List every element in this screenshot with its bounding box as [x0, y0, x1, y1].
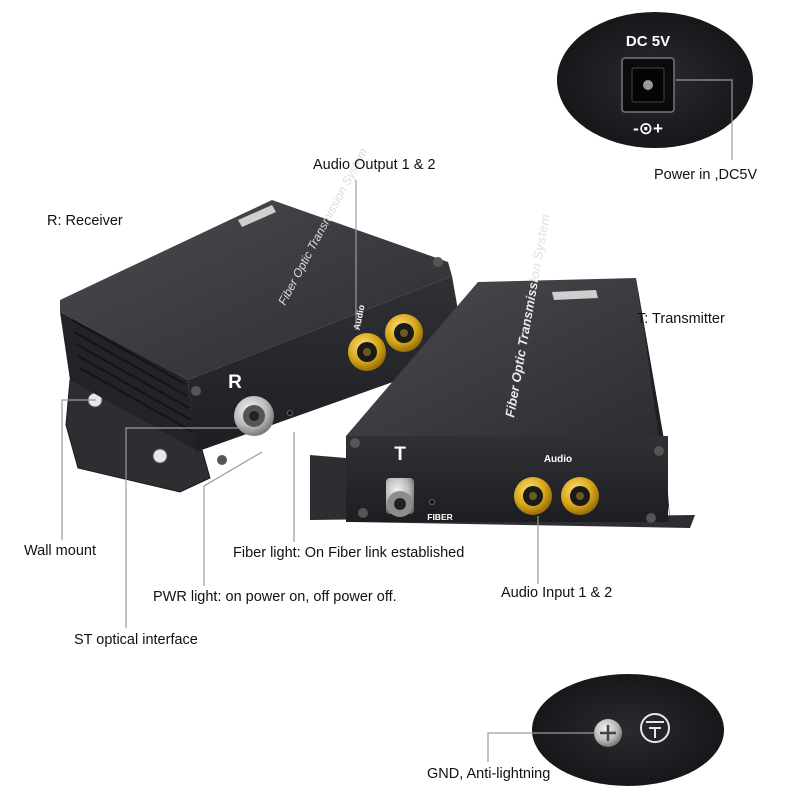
transmitter-top-face — [346, 278, 664, 440]
transmitter-rca-jack-2 — [561, 477, 599, 515]
receiver-fiber-led — [287, 410, 293, 416]
receiver-pwr-label: PWR — [254, 442, 274, 452]
wall-mount-callout: Wall mount — [24, 543, 96, 559]
pwr-light-leader — [203, 451, 263, 586]
receiver-rca-jack-2 — [385, 314, 423, 352]
pwr-light-callout: PWR light: on power on, off power off. — [153, 589, 397, 605]
gnd-callout: GND, Anti-lightning — [427, 766, 551, 782]
receiver-rca-jack-1 — [348, 333, 386, 371]
transmitter-device: Fiber Optic Transmission System T FIBER … — [310, 212, 695, 528]
receiver-callout: R: Receiver — [47, 213, 123, 229]
wall-mount-leader — [61, 399, 96, 540]
gnd-inset-background — [532, 674, 724, 786]
receiver-top-face — [60, 200, 452, 380]
dc-polarity-symbol: -⊙+ — [633, 119, 663, 138]
st-interface-callout: ST optical interface — [74, 632, 198, 648]
transmitter-callout: T: Transmitter — [637, 311, 725, 327]
transmitter-audio-label: Audio — [544, 454, 572, 465]
gnd-leader — [487, 732, 596, 762]
transmitter-fiber-label: FIBER — [427, 512, 453, 522]
receiver-letter: R — [228, 372, 242, 393]
receiver-st-connector — [234, 396, 274, 436]
transmitter-st-connector — [386, 478, 414, 517]
audio-input-callout: Audio Input 1 & 2 — [501, 585, 613, 601]
power-leader-line — [676, 79, 733, 160]
fiber-light-callout: Fiber light: On Fiber link established — [233, 545, 465, 561]
gnd-inset — [532, 674, 724, 786]
ground-symbol-icon — [640, 713, 670, 743]
receiver-fiber-label: FIBER — [285, 424, 311, 434]
dc-power-inset: DC 5V -⊙+ — [557, 12, 753, 160]
transmitter-fiber-led — [429, 499, 435, 505]
audio-output-callout: Audio Output 1 & 2 — [313, 157, 436, 173]
transmitter-rca-jack-1 — [514, 477, 552, 515]
st-interface-leader — [125, 427, 250, 628]
transmitter-letter: T — [394, 444, 406, 465]
leader-lines — [61, 180, 596, 762]
dc-jack-label: DC 5V — [626, 33, 670, 50]
power-in-callout: Power in ,DC5V — [654, 167, 758, 183]
